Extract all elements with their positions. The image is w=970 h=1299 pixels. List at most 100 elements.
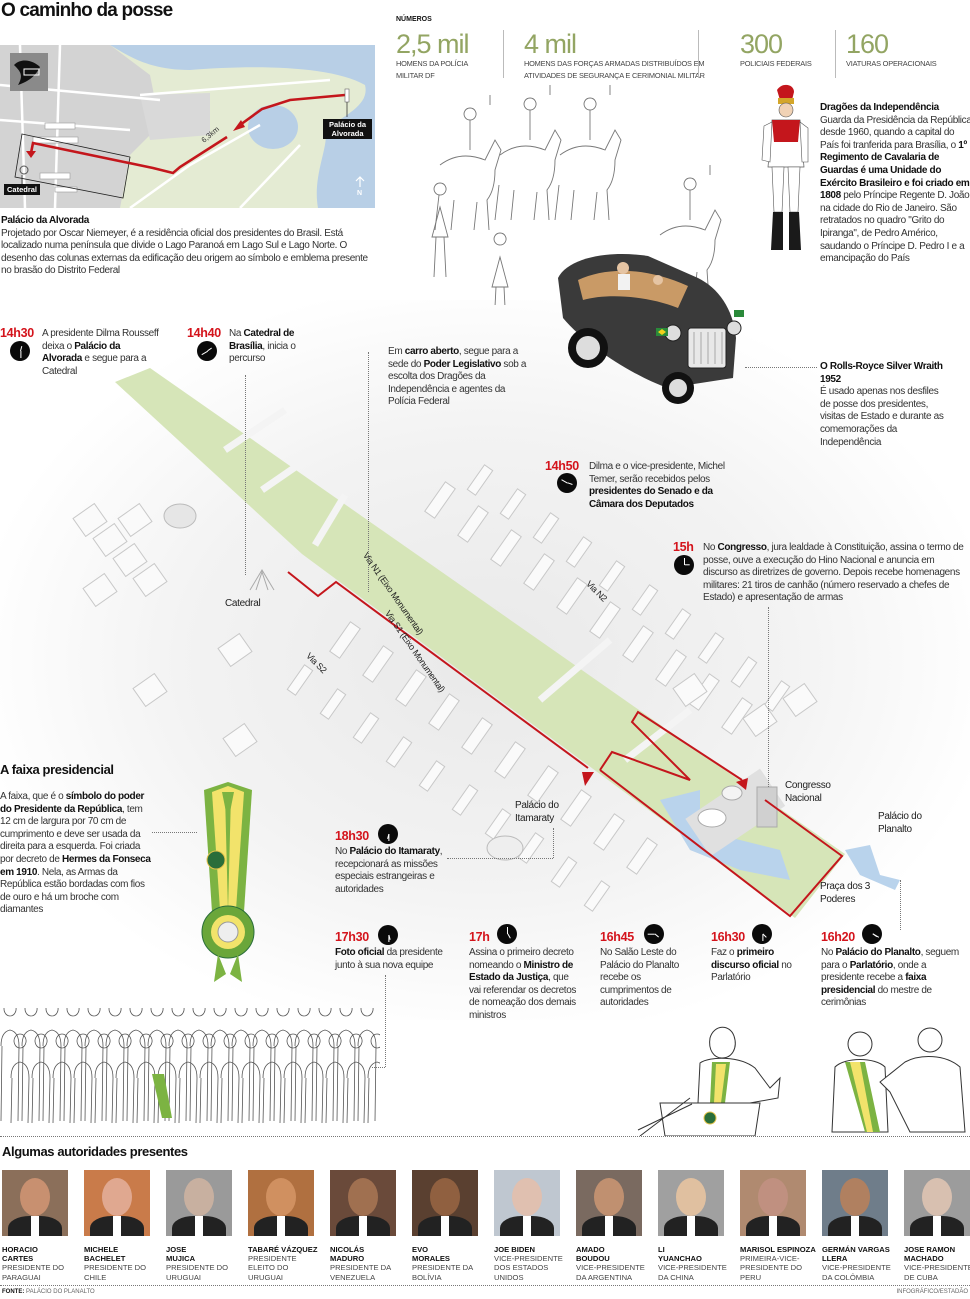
number-value: 160: [846, 29, 889, 59]
building: [329, 621, 361, 659]
building: [556, 577, 588, 615]
horse-rider-sketch: [494, 85, 562, 221]
rolls-royce-text: É usado apenas nos desfiles de posse dos…: [820, 386, 944, 448]
text-segment: , inicia o percurso: [229, 340, 296, 365]
leader-line: [900, 880, 901, 930]
building: [494, 741, 526, 779]
minister-silhouette: [94, 1033, 114, 1124]
building: [395, 669, 427, 707]
text-segment: pelo Príncipe Regente D. João, na cidade…: [820, 190, 970, 265]
authority-card: TABARÉ VÁZQUEZ PRESIDENTE ELEITO DO URUG…: [248, 1170, 328, 1282]
event-1730-text: Foto oficial da presidente junto à sua n…: [335, 947, 460, 972]
text-segment: , recepcionará as missões especiais estr…: [335, 846, 443, 895]
building: [626, 837, 658, 875]
minister-silhouette: [210, 1008, 230, 1122]
text-segment: da presidente junto à sua nova equipe: [335, 947, 443, 971]
number-value: 2,5 mil: [396, 29, 470, 59]
minister-silhouette: [315, 1008, 335, 1122]
building: [457, 505, 489, 543]
minister-silhouette: [105, 1008, 125, 1122]
authority-card: MICHELE BACHELET PRESIDENTE DO CHILE: [84, 1170, 164, 1282]
clock-icon: [197, 341, 217, 361]
text-segment: , onde a presidente recebe a: [821, 959, 927, 984]
source-label: FONTE:: [2, 1289, 25, 1295]
building: [132, 672, 168, 708]
alvorada-text: Projetado por Oscar Niemeyer, é a residê…: [1, 227, 368, 277]
faixa-title: A faixa presidencial: [0, 762, 114, 777]
building: [565, 536, 593, 568]
authority-card: JOSE MUJICA PRESIDENTE DO URUGUAI: [166, 1170, 246, 1282]
building: [319, 688, 347, 720]
authorities-title: Algumas autoridades presentes: [2, 1144, 188, 1159]
clock-icon: [674, 555, 694, 575]
text-segment: carro aberto: [404, 346, 460, 357]
minister-silhouette: [262, 1033, 282, 1124]
dragoes-description: Dragões da Independência Guarda da Presi…: [820, 102, 970, 266]
speech-illustration: [637, 1026, 781, 1136]
number-item: 160Viaturas operacionais: [846, 30, 970, 70]
number-desc: Viaturas operacionais: [846, 59, 937, 68]
minister-silhouette: [220, 1033, 240, 1124]
clock-icon: [378, 925, 398, 945]
authority-role: PRIMEIRA-VICE- PRESIDENTE DO PERU: [740, 1254, 803, 1282]
number-desc: Homens das Forças Armadas distribuídos e…: [524, 59, 705, 80]
event-1830-text: No Palácio do Itamaraty, recepcionará as…: [335, 846, 453, 896]
route-overview-map: 6,3km Palácio da Alvorada Catedral N: [0, 45, 375, 208]
building: [112, 542, 148, 578]
open-car-text: Em carro aberto, segue para a sede do Po…: [388, 346, 534, 409]
text-segment: e segue para a Catedral: [42, 353, 147, 377]
time-1450: 14h50: [545, 459, 579, 473]
text-segment: Palácio do Planalto: [835, 947, 921, 958]
sash-ceremony-illustration: [831, 1027, 966, 1133]
building: [631, 584, 659, 616]
minister-silhouette: [189, 1008, 209, 1122]
page-title: O caminho da posse: [1, 0, 173, 21]
text-segment: , jura lealdade à Constituição, assina o…: [703, 542, 964, 604]
building: [132, 562, 168, 598]
text-segment: Faz o: [711, 947, 737, 958]
time-1620: 16h20: [821, 930, 855, 944]
authority-role: PRESIDENTE ELEITO DO URUGUAI: [248, 1254, 297, 1282]
rolls-royce-description: O Rolls-Royce Silver Wraith 1952 É usado…: [820, 361, 948, 449]
esplanada-lawn: [115, 368, 845, 918]
building: [428, 693, 460, 731]
minister-silhouette: [336, 1008, 356, 1122]
divider: [503, 30, 504, 78]
authority-role: VICE-PRESIDENTE DOS ESTADOS UNIDOS: [494, 1254, 563, 1282]
authority-name: AMADO BOUDOU: [576, 1245, 610, 1264]
leader-line: [245, 375, 246, 575]
walking-guard-sketch: [491, 232, 509, 305]
text-segment: Dilma e o vice-presidente, Michel Temer,…: [589, 461, 725, 485]
building: [593, 813, 625, 851]
building: [424, 481, 456, 519]
authority-card: JOE BIDEN VICE-PRESIDENTE DOS ESTADOS UN…: [494, 1170, 574, 1282]
building: [451, 784, 479, 816]
minister-silhouette: [21, 1008, 41, 1122]
rolls-royce-illustration: [558, 254, 744, 404]
event-1430-text: A presidente Dilma Rousseff deixa o Palá…: [42, 328, 160, 378]
building: [532, 512, 560, 544]
minister-silhouette: [325, 1033, 345, 1124]
authority-name: MARISOL ESPINOZA: [740, 1245, 816, 1254]
text-segment: . Nela, as Armas da República estão bord…: [0, 866, 145, 916]
minister-silhouette: [0, 1008, 20, 1122]
text-segment: Parlatório: [849, 959, 894, 971]
text-segment: No: [335, 846, 350, 857]
authority-photo: [2, 1170, 68, 1236]
minister-silhouette: [294, 1008, 314, 1122]
building: [721, 697, 753, 735]
event-1645-text: No Salão Leste do Palácio do Planalto re…: [600, 947, 695, 1010]
authority-role: VICE-PRESIDENTE DE CUBA: [904, 1263, 970, 1282]
event-17h-text: Assina o primeiro decreto nomeando o Min…: [469, 947, 577, 1023]
authority-name: EVO MORALES: [412, 1245, 450, 1264]
authority-card: MARISOL ESPINOZA PRIMEIRA-VICE- PRESIDEN…: [740, 1170, 820, 1282]
event-1630-text: Faz o primeiro discurso oficial no Parla…: [711, 947, 801, 985]
building: [782, 682, 818, 718]
divider: [835, 30, 836, 78]
text-segment: Poder Legislativo: [423, 358, 502, 370]
text-segment: símbolo do poder do Presidente da Repúbl…: [0, 791, 145, 815]
credit-note: INFOGRÁFICO/ESTADÃO: [896, 1289, 968, 1295]
building: [697, 632, 725, 664]
rolls-royce-title: O Rolls-Royce Silver Wraith 1952: [820, 361, 943, 385]
text-segment: primeiro discurso oficial: [711, 947, 779, 971]
